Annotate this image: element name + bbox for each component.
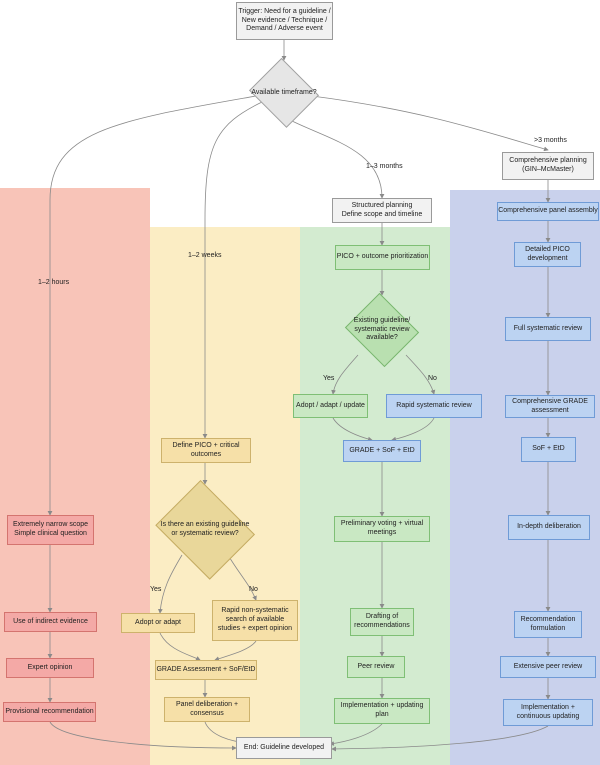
trigger-box: Trigger: Need for a guideline / New evid…	[236, 2, 333, 40]
implementation-plan-box: Implementation + updating plan	[334, 698, 430, 724]
timeframe-decision: Available timeframe?	[246, 60, 322, 126]
label-no-months: No	[428, 375, 437, 382]
end-box: End: Guideline developed	[236, 737, 332, 759]
label-no-weeks: No	[249, 586, 258, 593]
deliberation-box: In-depth deliberation	[508, 515, 590, 540]
grade-sof-etd-box: GRADE Assessment + SoF/EtD	[155, 660, 257, 680]
panel-assembly-box: Comprehensive panel assembly	[497, 202, 599, 221]
structured-planning-box: Structured planning Define scope and tim…	[332, 198, 432, 223]
define-pico-box: Define PICO + critical outcomes	[161, 438, 251, 463]
detailed-pico-box: Detailed PICO development	[514, 242, 581, 267]
pico-prioritization-box: PICO + outcome prioritization	[335, 245, 430, 270]
label-yes-months: Yes	[323, 375, 335, 382]
lane-months-plus	[450, 190, 600, 765]
grade-sof-etd-months-box: GRADE + SoF + EtD	[343, 440, 421, 462]
panel-deliberation-box: Panel deliberation + consensus	[164, 697, 250, 722]
indirect-evidence-box: Use of indirect evidence	[4, 612, 97, 632]
label-months-plus: >3 months	[534, 137, 567, 144]
drafting-box: Drafting of recommendations	[350, 608, 414, 636]
rapid-review-box: Rapid systematic review	[386, 394, 482, 418]
sof-etd-box: SoF + EtD	[521, 437, 576, 462]
peer-review-box: Peer review	[347, 656, 405, 678]
continuous-updating-box: Implementation + continuous updating	[503, 699, 593, 726]
label-months: 1–3 months	[366, 163, 403, 170]
existing-guideline-decision: Is there an existing guideline or system…	[150, 484, 260, 576]
lane-hours	[0, 188, 150, 765]
comprehensive-planning-box: Comprehensive planning (GIN–McMaster)	[502, 152, 594, 180]
adopt-adapt-box: Adopt or adapt	[121, 613, 195, 633]
extensive-peer-review-box: Extensive peer review	[500, 656, 596, 678]
existing-review-decision: Existing guideline/ systematic review av…	[342, 295, 422, 365]
grade-assessment-box: Comprehensive GRADE assessment	[505, 395, 595, 418]
expert-opinion-box: Expert opinion	[6, 658, 94, 678]
label-yes-weeks: Yes	[150, 586, 162, 593]
rapid-search-box: Rapid non-systematic search of available…	[212, 600, 298, 641]
preliminary-voting-box: Preliminary voting + virtual meetings	[334, 516, 430, 542]
narrow-scope-box: Extremely narrow scope Simple clinical q…	[7, 515, 94, 545]
recommendation-formulation-box: Recommendation formulation	[514, 611, 582, 638]
label-hours: 1–2 hours	[38, 279, 70, 286]
label-weeks: 1–2 weeks	[188, 252, 222, 259]
provisional-recommendation-box: Provisional recommendation	[3, 702, 96, 722]
systematic-review-box: Full systematic review	[505, 317, 591, 341]
adopt-update-box: Adopt / adapt / update	[293, 394, 368, 418]
